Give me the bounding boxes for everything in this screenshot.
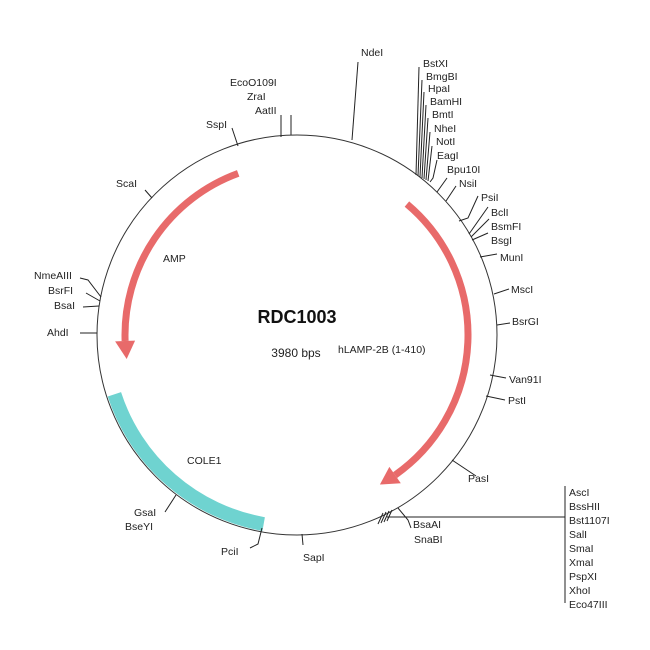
amp-feature-arrow[interactable] [121,170,240,342]
site-nmeaiii[interactable]: NmeAIII [34,270,72,282]
site-nsii[interactable]: NsiI [459,178,477,190]
mcs-site[interactable]: AscI [569,487,589,499]
site-sspi[interactable]: SspI [206,119,227,131]
site-bamhi[interactable]: BamHI [430,96,462,108]
backbone-circle [96,134,498,536]
mcs-site[interactable]: PspXI [569,571,597,583]
site-bmgbi[interactable]: BmgBI [426,71,458,83]
site-pasi[interactable]: PasI [468,473,489,485]
mcs-cluster-labels: AscI BssHII Bst1107I SalI SmaI XmaI PspX… [569,487,610,611]
site-bstxi[interactable]: BstXI [423,58,448,70]
site-ahdi[interactable]: AhdI [47,327,69,339]
mcs-site[interactable]: SmaI [569,543,594,555]
site-psti[interactable]: PstI [508,395,526,407]
site-muni[interactable]: MunI [500,252,523,264]
site-van91i[interactable]: Van91I [509,374,542,386]
site-nhei[interactable]: NheI [434,123,456,135]
site-labels: NdeI EcoO109I ZraI AatII SspI ScaI NmeAI… [34,47,542,564]
site-ndei[interactable]: NdeI [361,47,383,59]
site-snabi[interactable]: SnaBI [414,534,443,546]
site-msci[interactable]: MscI [511,284,533,296]
site-scai[interactable]: ScaI [116,178,137,190]
site-bpu10i[interactable]: Bpu10I [447,164,480,176]
hlamp-label: hLAMP-2B (1-410) [338,344,426,356]
hlamp-feature-arrow[interactable] [393,201,472,478]
plasmid-size: 3980 bps [271,346,320,360]
plasmid-name: RDC1003 [257,307,336,327]
amp-label: AMP [163,253,186,265]
site-hpai[interactable]: HpaI [428,83,450,95]
mcs-site[interactable]: BssHII [569,501,600,513]
site-pcii[interactable]: PciI [221,546,239,558]
site-bsaai[interactable]: BsaAI [413,519,441,531]
site-bsmfi[interactable]: BsmFI [491,221,521,233]
site-ecoo109i[interactable]: EcoO109I [230,77,277,89]
amp-arrowhead [115,340,136,359]
mcs-site[interactable]: Bst1107I [569,515,610,527]
site-bseyi[interactable]: BseYI [125,521,153,533]
site-aatii[interactable]: AatII [255,105,277,117]
site-bmti[interactable]: BmtI [432,109,454,121]
mcs-site[interactable]: XhoI [569,585,591,597]
cole1-label: COLE1 [187,455,222,467]
site-sapi[interactable]: SapI [303,552,325,564]
site-bsgi[interactable]: BsgI [491,235,512,247]
site-gsai[interactable]: GsaI [134,507,156,519]
mcs-site[interactable]: Eco47III [569,599,608,611]
mcs-site[interactable]: SalI [569,529,587,541]
site-zrai[interactable]: ZraI [247,91,266,103]
hlamp-arrowhead [379,466,401,485]
mcs-site[interactable]: XmaI [569,557,594,569]
site-bsai[interactable]: BsaI [54,300,75,312]
site-ticks [79,61,566,603]
site-eagi[interactable]: EagI [437,150,459,162]
site-psii[interactable]: PsiI [481,192,499,204]
site-bcli[interactable]: BclI [491,207,509,219]
cole1-feature-band[interactable] [107,392,265,531]
site-noti[interactable]: NotI [436,136,455,148]
site-bsrfi[interactable]: BsrFI [48,285,73,297]
site-bsrgi[interactable]: BsrGI [512,316,539,328]
